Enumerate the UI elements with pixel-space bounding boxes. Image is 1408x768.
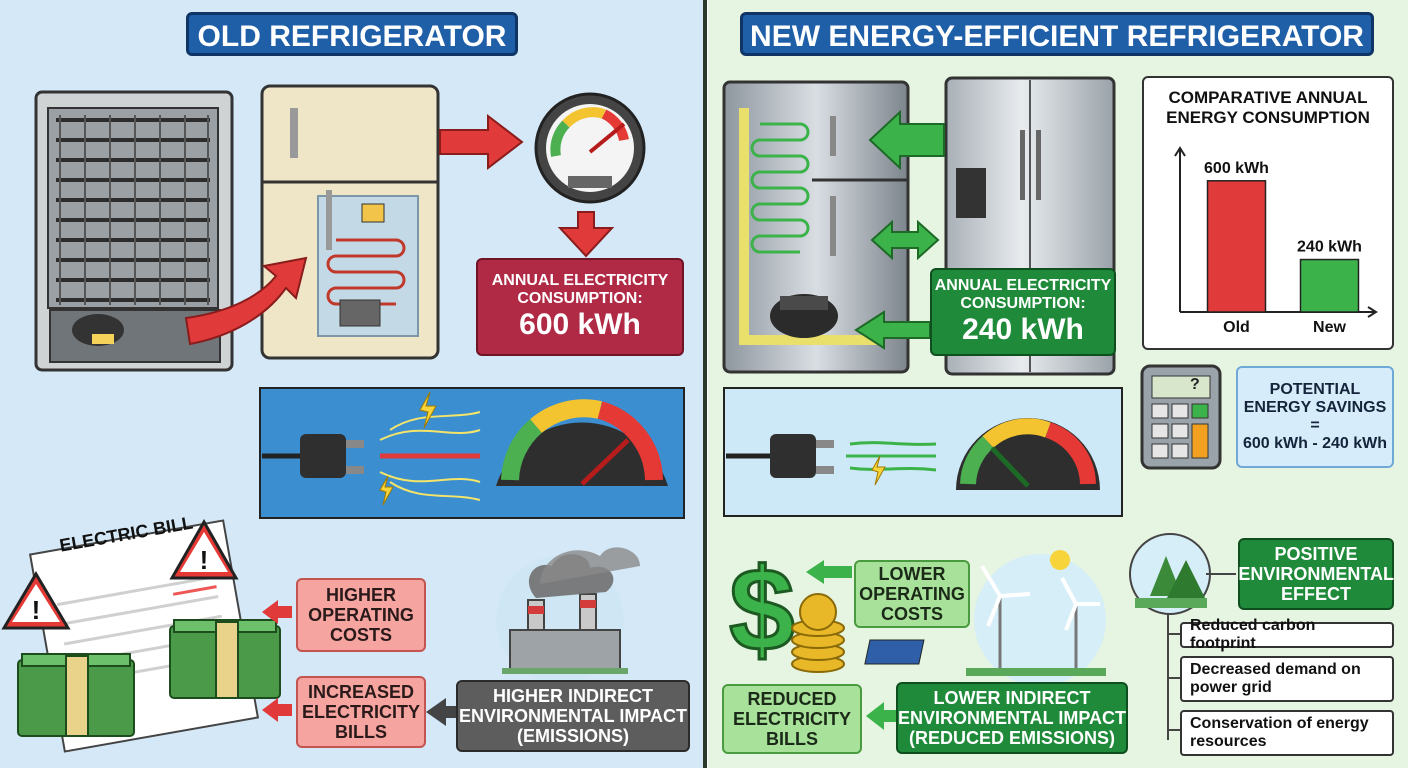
calculator-question-mark: ? (1190, 376, 1200, 393)
old-consumption-value: 600 kWh (519, 308, 641, 342)
green-left-arrow-icon (806, 560, 896, 730)
new-energy-flow-panel (723, 387, 1123, 517)
new-consumption-box: ANNUAL ELECTRICITY CONSUMPTION: 240 kWh (930, 268, 1116, 356)
trees-icon (1129, 533, 1211, 615)
factory-icon (496, 547, 640, 684)
new-environmental-impact-box: LOWER INDIRECT ENVIRONMENTAL IMPACT (RED… (896, 682, 1128, 754)
old-consumption-label: ANNUAL ELECTRICITY CONSUMPTION: (491, 272, 669, 308)
new-consumption-value: 240 kWh (962, 313, 1084, 347)
old-energy-flow-panel (259, 387, 685, 519)
savings-label: POTENTIAL ENERGY SAVINGS (1243, 381, 1387, 417)
gauge-high-icon (534, 92, 646, 204)
positive-effect-box: POSITIVE ENVIRONMENTAL EFFECT (1238, 538, 1394, 610)
x-axis-arrow (1367, 306, 1378, 318)
red-arrow-icon (184, 113, 615, 346)
old-consumption-box: ANNUAL ELECTRICITY CONSUMPTION: 600 kWh (476, 258, 684, 356)
savings-equals: = (1310, 417, 1320, 434)
calculator-icon (1140, 364, 1222, 470)
svg-text:!: ! (32, 595, 41, 625)
old-environmental-impact-box: HIGHER INDIRECT ENVIRONMENTAL IMPACT (EM… (456, 680, 690, 752)
chart-data-label: 600 kWh (1204, 160, 1269, 177)
old-fridge-icon (260, 84, 440, 360)
connector-lines (1167, 573, 1236, 740)
warning-icon: ! ! (1, 518, 239, 630)
y-axis-arrow (1174, 146, 1186, 157)
new-fridge-cutaway-icon (722, 80, 910, 374)
positive-effect-item: Decreased demand on power grid (1180, 656, 1394, 702)
new-refrigerator-title: NEW ENERGY-EFFICIENT REFRIGERATOR (740, 12, 1374, 56)
dollar-sign-icon: $ (728, 543, 797, 678)
svg-text:!: ! (200, 545, 209, 575)
gray-left-arrow-icon (426, 698, 458, 726)
chart-title: COMPARATIVE ANNUAL ENERGY CONSUMPTION (1166, 88, 1370, 128)
old-fridge-back-icon (34, 90, 234, 372)
chart-category-label: New (1313, 319, 1346, 336)
potential-savings-box: POTENTIAL ENERGY SAVINGS = 600 kWh - 240… (1236, 366, 1394, 468)
lower-operating-costs-box: LOWER OPERATING COSTS (854, 560, 970, 628)
old-refrigerator-title: OLD REFRIGERATOR (186, 12, 518, 56)
increased-bills-box: INCREASED ELECTRICITY BILLS (296, 676, 426, 748)
chart-bar (1206, 180, 1267, 313)
reduced-bills-box: REDUCED ELECTRICITY BILLS (722, 684, 862, 754)
chart-category-label: Old (1223, 319, 1250, 336)
chart-data-label: 240 kWh (1297, 239, 1362, 256)
money-stack-icon (17, 619, 281, 737)
panel-divider (703, 0, 707, 768)
positive-effect-item: Conservation of energy resources (1180, 710, 1394, 756)
chart-bar (1299, 258, 1360, 313)
svg-text:$: $ (729, 544, 795, 676)
positive-effect-item: Reduced carbon footprint (1180, 617, 1394, 652)
new-consumption-label: ANNUAL ELECTRICITY CONSUMPTION: (934, 277, 1112, 313)
green-arrow-icon (854, 109, 945, 350)
higher-operating-costs-box: HIGHER OPERATING COSTS (296, 578, 426, 652)
renewable-energy-icon (864, 550, 1106, 686)
coin-stack-icon (791, 593, 845, 673)
red-left-arrow-icon (262, 600, 292, 722)
savings-formula: 600 kWh - 240 kWh (1242, 434, 1388, 452)
